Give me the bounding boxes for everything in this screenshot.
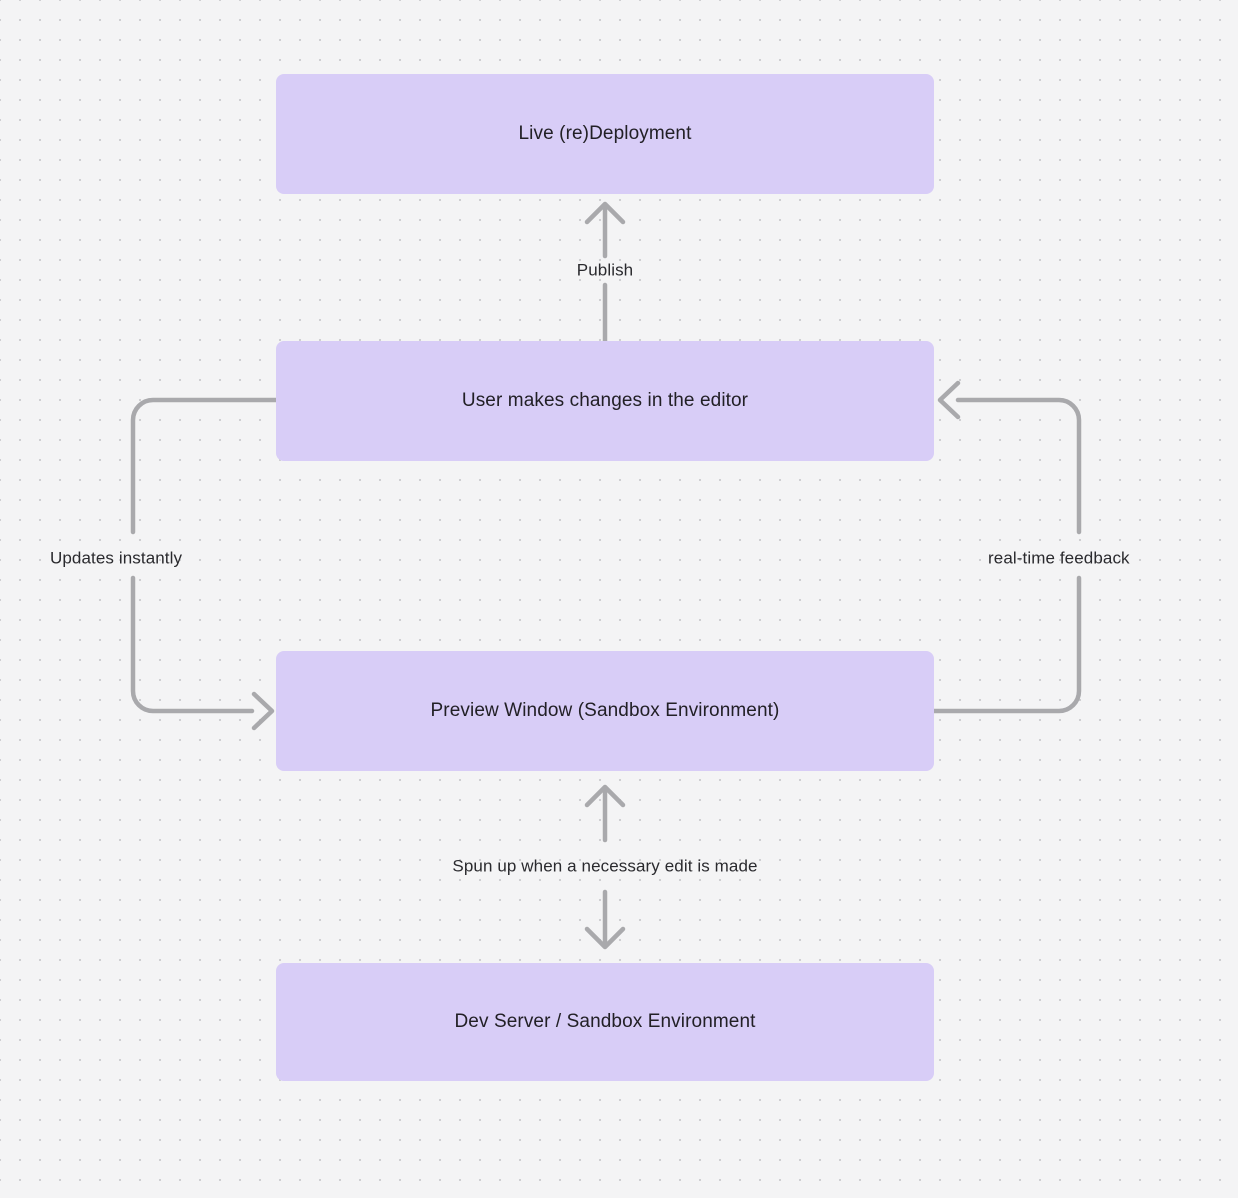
edge-label-updates-instantly: Updates instantly xyxy=(50,548,183,568)
edge-real-time-feedback xyxy=(931,380,1082,714)
node-user-edits-label: User makes changes in the editor xyxy=(461,390,749,412)
node-preview-window-label: Preview Window (Sandbox Environment) xyxy=(430,700,780,722)
node-live-deployment-label: Live (re)Deployment xyxy=(518,123,692,145)
edge-label-real-time-feedback: real-time feedback xyxy=(988,548,1130,568)
node-dev-server[interactable]: Dev Server / Sandbox Environment xyxy=(276,963,934,1081)
node-preview-window[interactable]: Preview Window (Sandbox Environment) xyxy=(276,651,934,771)
node-user-edits[interactable]: User makes changes in the editor xyxy=(276,341,934,461)
node-live-deployment[interactable]: Live (re)Deployment xyxy=(276,74,934,194)
edge-label-publish: Publish xyxy=(576,260,634,280)
edge-label-spun-up: Spun up when a necessary edit is made xyxy=(452,856,758,876)
node-dev-server-label: Dev Server / Sandbox Environment xyxy=(454,1011,756,1033)
